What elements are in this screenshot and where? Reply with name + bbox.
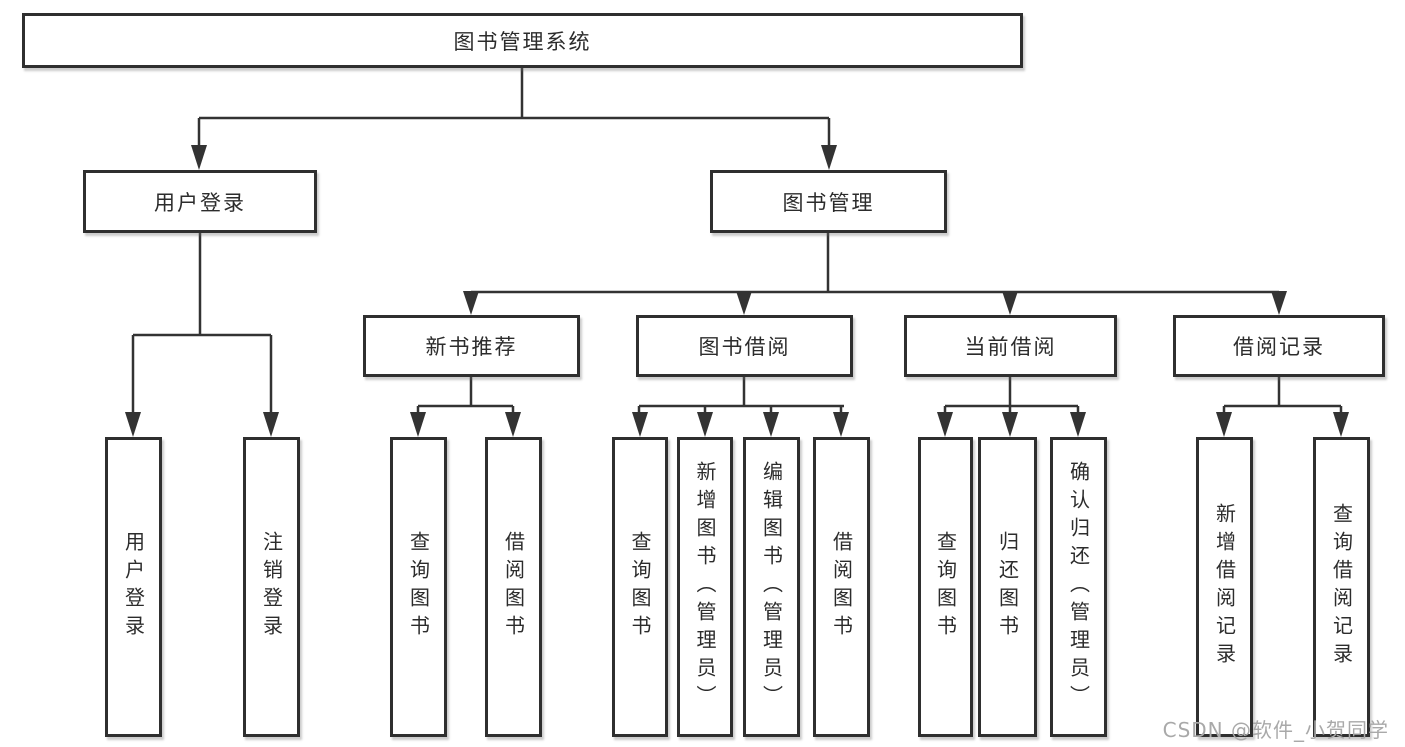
leaf-label: 用户登录 bbox=[121, 531, 146, 643]
arrowhead-icon bbox=[505, 412, 521, 437]
leaf-label: 查询图书 bbox=[628, 531, 652, 643]
arrowhead-icon bbox=[632, 412, 648, 437]
arrowhead-icon bbox=[125, 412, 141, 437]
leaf-query-books-borrowing: 查询图书 bbox=[612, 437, 668, 737]
leaf-label: 查询图书 bbox=[406, 531, 431, 643]
node-user-login: 用户登录 bbox=[83, 170, 317, 233]
arrowhead-icon bbox=[1271, 291, 1287, 315]
leaf-query-books-recommend: 查询图书 bbox=[390, 437, 447, 737]
leaf-edit-books-admin: 编辑图书（管理员） bbox=[743, 437, 800, 737]
csdn-watermark: CSDN @软件_小贺同学 bbox=[1162, 718, 1389, 742]
node-current-borrowing: 当前借阅 bbox=[904, 315, 1117, 377]
arrowhead-icon bbox=[410, 412, 426, 437]
arrowhead-icon bbox=[736, 291, 752, 315]
leaf-label: 新增图书（管理员） bbox=[693, 461, 717, 713]
leaf-user-login: 用户登录 bbox=[105, 437, 162, 737]
node-borrowing-records: 借阅记录 bbox=[1173, 315, 1385, 377]
leaf-label: 编辑图书（管理员） bbox=[759, 461, 784, 713]
arrowhead-icon bbox=[463, 291, 479, 315]
node-new-book-recommendation: 新书推荐 bbox=[363, 315, 580, 377]
leaf-borrow-books-borrowing: 借阅图书 bbox=[813, 437, 870, 737]
leaf-add-borrow-record: 新增借阅记录 bbox=[1196, 437, 1253, 737]
leaf-label: 新增借阅记录 bbox=[1212, 503, 1237, 671]
node-book-borrowing: 图书借阅 bbox=[636, 315, 853, 377]
leaf-label: 注销登录 bbox=[259, 531, 284, 643]
arrowhead-icon bbox=[1002, 291, 1018, 315]
leaf-confirm-return-admin: 确认归还（管理员） bbox=[1050, 437, 1107, 737]
arrowhead-icon bbox=[697, 412, 713, 437]
leaf-label: 借阅图书 bbox=[829, 531, 854, 643]
tree-edges bbox=[131, 68, 1343, 413]
arrowhead-icon bbox=[821, 145, 837, 170]
arrowheads bbox=[125, 145, 1349, 437]
leaf-return-books: 归还图书 bbox=[978, 437, 1037, 737]
arrowhead-icon bbox=[191, 145, 207, 170]
leaf-label: 确认归还（管理员） bbox=[1066, 461, 1091, 713]
node-book-management: 图书管理 bbox=[710, 170, 947, 233]
leaf-borrow-books-recommend: 借阅图书 bbox=[485, 437, 542, 737]
leaf-query-borrow-record: 查询借阅记录 bbox=[1313, 437, 1370, 737]
leaf-label: 借阅图书 bbox=[501, 531, 526, 643]
arrowhead-icon bbox=[1002, 412, 1018, 437]
node-library-management-system: 图书管理系统 bbox=[22, 13, 1023, 68]
leaf-logout: 注销登录 bbox=[243, 437, 300, 737]
arrowhead-icon bbox=[833, 412, 849, 437]
leaf-label: 归还图书 bbox=[995, 531, 1020, 643]
leaf-add-books-admin: 新增图书（管理员） bbox=[677, 437, 733, 737]
arrowhead-icon bbox=[1070, 412, 1086, 437]
arrowhead-icon bbox=[937, 412, 953, 437]
leaf-label: 查询借阅记录 bbox=[1329, 503, 1354, 671]
arrowhead-icon bbox=[1333, 412, 1349, 437]
leaf-query-books-current: 查询图书 bbox=[918, 437, 973, 737]
leaf-label: 查询图书 bbox=[933, 531, 958, 643]
arrowhead-icon bbox=[1216, 412, 1232, 437]
arrowhead-icon bbox=[763, 412, 779, 437]
arrowhead-icon bbox=[263, 412, 279, 437]
